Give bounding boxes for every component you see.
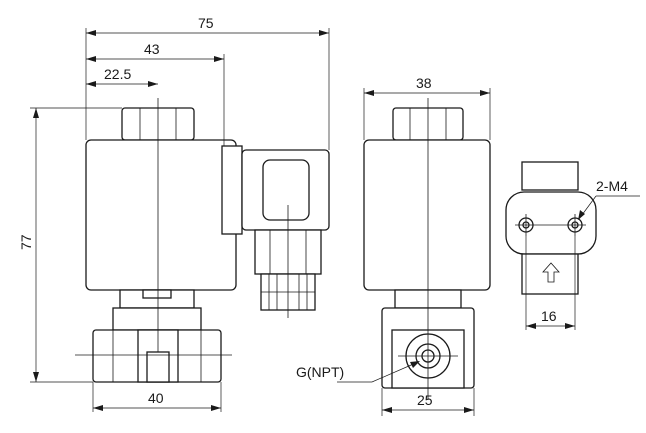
dim-overall-width: 75: [85, 15, 330, 150]
dim-coil-width: 43: [86, 41, 225, 146]
dim-side-width: 38: [363, 75, 491, 140]
mount-hole-label: 2-M4: [596, 178, 628, 194]
flow-arrow-icon: [542, 262, 560, 283]
dim-label-77: 77: [18, 234, 34, 250]
mount-hole-leader: 2-M4: [578, 178, 640, 220]
dim-label-75: 75: [198, 15, 214, 31]
din-connector: [241, 149, 330, 318]
valve-body: [92, 307, 222, 383]
dim-overall-height: 77: [18, 107, 122, 383]
connector-bracket: [221, 145, 243, 235]
dim-mount-spacing: 16: [525, 236, 576, 330]
dim-body-length: 40: [92, 382, 222, 412]
side-coil-body: [363, 139, 491, 291]
front-view: [75, 98, 330, 383]
dim-label-16: 16: [541, 308, 557, 324]
side-view: [363, 98, 491, 400]
dim-center-offset: 22.5: [86, 66, 158, 87]
coil-body: [85, 139, 237, 291]
dim-label-25: 25: [417, 392, 433, 408]
dim-side-body-width: 25: [381, 388, 475, 416]
dim-label-43: 43: [144, 41, 160, 57]
dim-label-40: 40: [148, 390, 164, 406]
bottom-view: [505, 161, 597, 295]
port-leader: G(NPT): [296, 361, 420, 383]
dim-label-22-5: 22.5: [104, 66, 131, 82]
port-thread-label: G(NPT): [296, 364, 344, 380]
dim-label-38: 38: [416, 75, 432, 91]
